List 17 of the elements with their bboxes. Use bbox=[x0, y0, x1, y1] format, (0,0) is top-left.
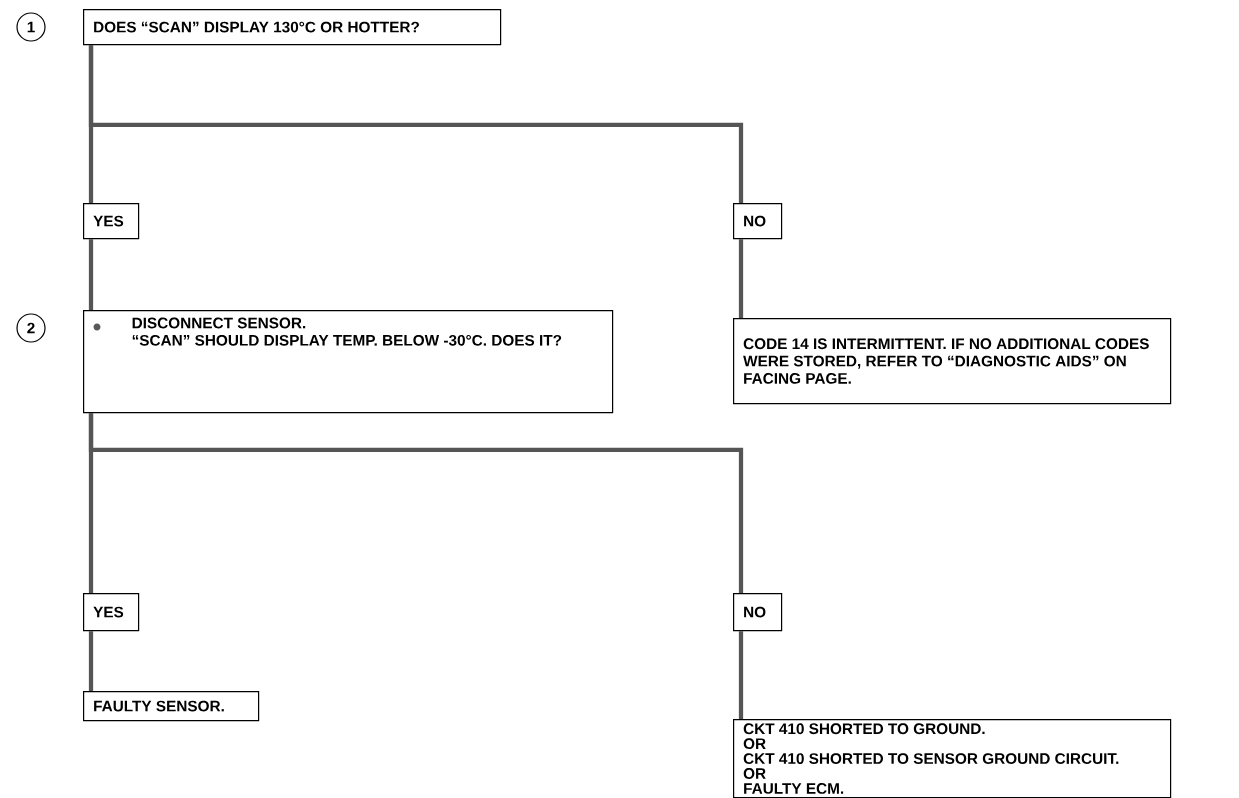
connector-line bbox=[88, 413, 744, 593]
branch-label-box: NO bbox=[733, 593, 783, 632]
result-box: CKT 410 SHORTED TO GROUND. OR CKT 410 SHORTED TO SENSOR GROUND CIRCUIT. OR FAULTY ECM. bbox=[733, 719, 1172, 798]
instruction-box: DISCONNECT SENSOR. “SCAN” SHOULD DISPLAY TEMP. BELOW -30°C. DOES IT? bbox=[83, 309, 614, 414]
step-number: 1 bbox=[16, 12, 46, 42]
connector-line bbox=[88, 239, 94, 310]
step-number: 2 bbox=[16, 313, 46, 343]
connector-line bbox=[88, 631, 94, 691]
result-box: CODE 14 IS INTERMITTENT. IF NO ADDITIONAL CODES WERE STORED, REFER TO “DIAGNOSTIC AIDS” ON FACING PAGE. bbox=[733, 317, 1172, 405]
result-box: FAULTY SENSOR. bbox=[83, 691, 260, 722]
connector-line bbox=[738, 631, 744, 719]
branch-label-box: NO bbox=[733, 203, 783, 240]
connector-line bbox=[88, 45, 744, 203]
connector-line bbox=[738, 239, 744, 318]
branch-label-box: YES bbox=[83, 593, 140, 632]
branch-label-box: YES bbox=[83, 203, 140, 240]
question-box: DOES “SCAN” DISPLAY 130°C OR HOTTER? bbox=[83, 9, 502, 46]
